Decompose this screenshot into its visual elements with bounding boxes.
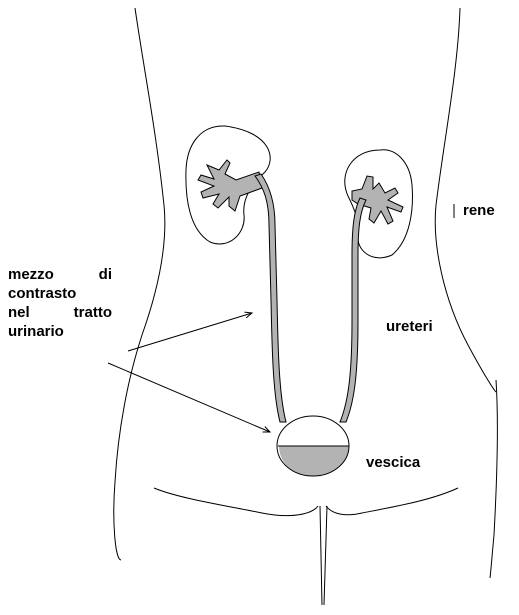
ureters-label: ureteri — [386, 317, 433, 336]
right-buttock-contour — [326, 488, 458, 515]
left-ureter — [255, 174, 286, 422]
bladder-group — [277, 416, 349, 476]
left-buttock-contour — [154, 488, 318, 516]
gluteal-cleft — [320, 506, 322, 605]
arrow-to-ureter — [128, 313, 252, 351]
right-hip-contour — [490, 380, 497, 578]
arrow-to-bladder — [108, 363, 270, 432]
kidneys — [186, 126, 413, 258]
right-torso-contour — [435, 8, 496, 392]
contrast-medium-label: mezzo di contrasto nel tratto urinario — [8, 265, 112, 341]
contrast-label-line-3: nel tratto — [8, 303, 112, 322]
bladder-label: vescica — [366, 453, 420, 472]
kidney-label: rene — [463, 201, 495, 220]
contrast-label-line-4: urinario — [8, 322, 112, 341]
contrast-label-line-2: contrasto — [8, 284, 112, 303]
left-torso-contour — [114, 8, 165, 560]
contrast-label-line-1: mezzo di — [8, 265, 112, 284]
body-outline — [114, 8, 498, 605]
gluteal-cleft-inner — [324, 506, 327, 605]
bladder-contrast-fill — [279, 446, 349, 476]
ureters — [255, 174, 366, 422]
